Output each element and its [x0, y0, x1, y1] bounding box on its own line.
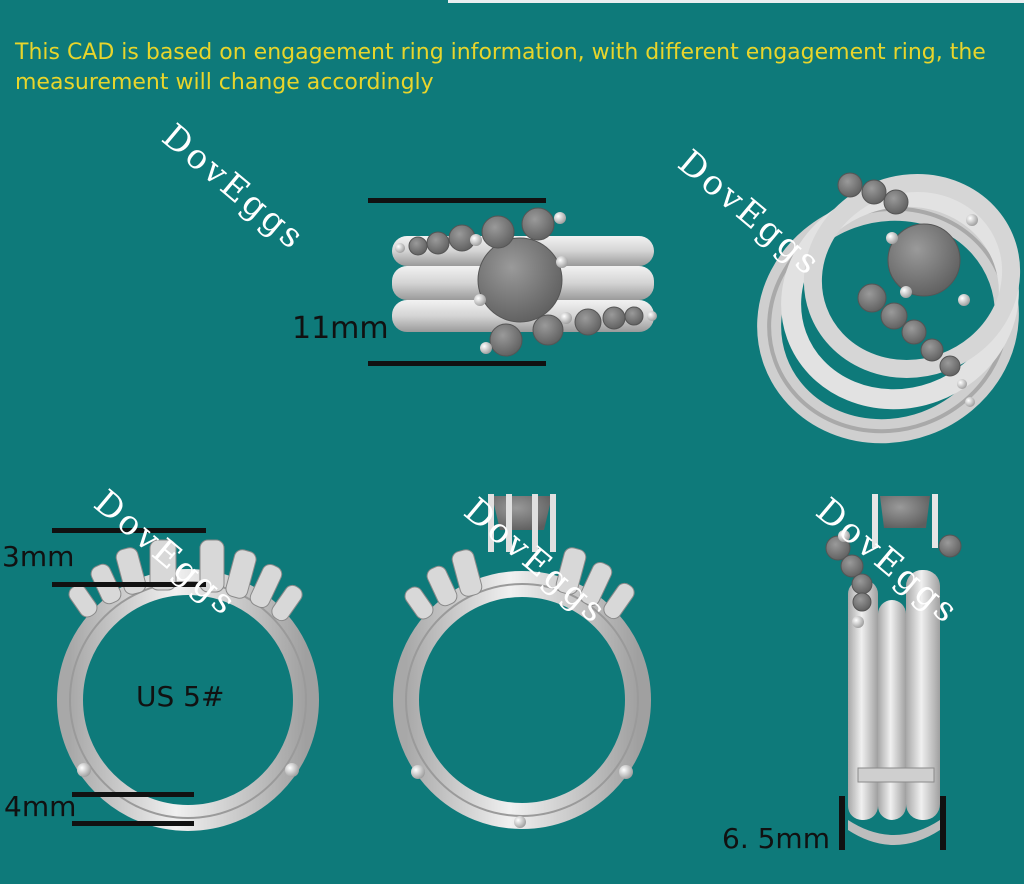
side-profile-view: 6. 5mm [722, 494, 962, 855]
measurement-top-depth: 3mm [2, 540, 74, 573]
dimension-line-4mm-bottom [72, 821, 194, 826]
front-view: 3mm US 5# 4mm [2, 528, 319, 831]
top-view: 11mm [292, 198, 657, 366]
window-top-edge [448, 0, 1024, 3]
measurement-band-thickness: 4mm [4, 790, 76, 823]
disclaimer-text: This CAD is based on engagement ring inf… [15, 40, 986, 95]
dimension-line-width-right [940, 796, 946, 850]
watermark-2: DovEggs [670, 142, 829, 284]
dimension-line-top [368, 198, 546, 203]
dimension-line-width-left [839, 796, 845, 850]
dimension-line-3mm-bottom [52, 582, 206, 587]
watermark-1: DovEggs [154, 116, 313, 258]
measurement-height: 11mm [292, 311, 389, 346]
dimension-line-3mm-top [52, 528, 206, 533]
side-view-crown [393, 494, 651, 829]
measurement-width: 6. 5mm [722, 822, 830, 855]
center-stone [477, 237, 563, 323]
dimension-line-4mm-top [72, 792, 194, 797]
dimension-line-bottom [368, 361, 546, 366]
perspective-view [757, 172, 1021, 444]
measurement-ring-size: US 5# [136, 680, 224, 713]
center-stone-perspective [887, 223, 961, 297]
